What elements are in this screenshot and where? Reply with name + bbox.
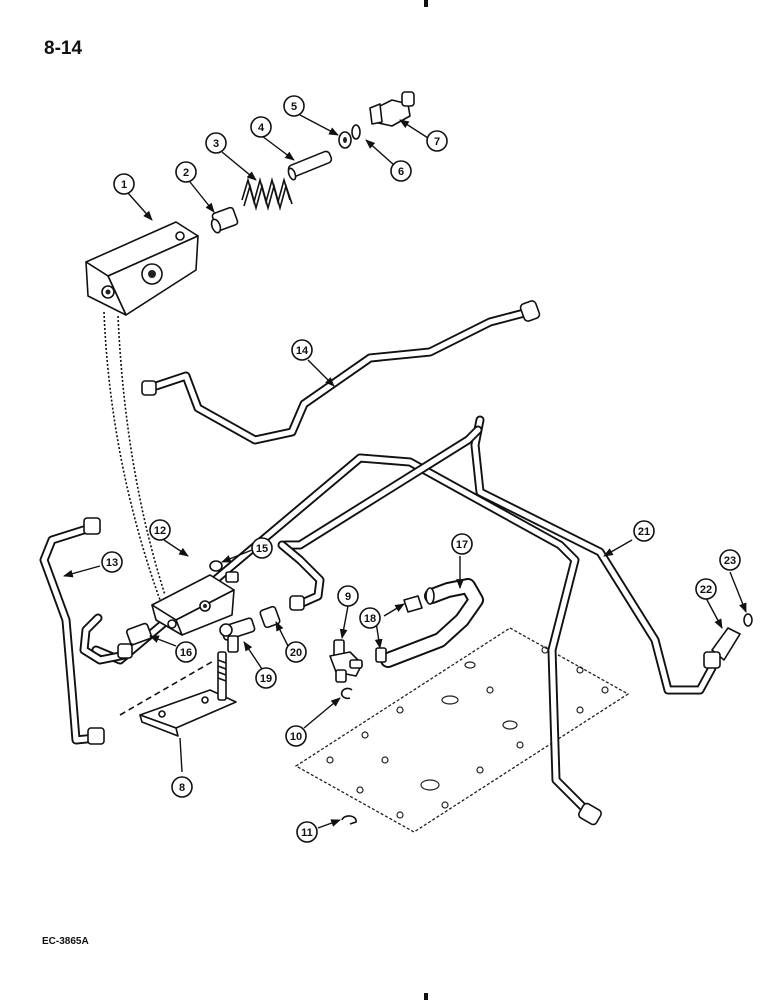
clip-10 [340, 687, 353, 700]
hose-clamp-18 [375, 595, 423, 663]
callout-leaders [63, 114, 747, 829]
fitting-20 [259, 595, 305, 629]
svg-text:16: 16 [180, 647, 192, 659]
fitting-15 [209, 560, 239, 583]
valve-block-1 [85, 221, 199, 316]
svg-text:11: 11 [301, 827, 313, 839]
fitting-16 [117, 622, 153, 659]
callout-17: 17 [451, 533, 473, 555]
callout-13: 13 [101, 551, 123, 573]
hose-17 [380, 578, 484, 668]
callout-1: 1 [113, 173, 135, 195]
gasket-plate [294, 627, 630, 833]
callout-16: 16 [175, 641, 197, 663]
callout-22: 22 [695, 578, 717, 600]
svg-text:5: 5 [291, 101, 297, 113]
pipe-15-20 [277, 540, 325, 609]
svg-text:12: 12 [154, 525, 166, 537]
valve-block-12 [151, 574, 235, 636]
page-number-label: 8-14 [44, 38, 83, 59]
svg-text:18: 18 [364, 613, 376, 625]
tee-fitting-19 [219, 617, 256, 653]
svg-text:15: 15 [256, 543, 268, 555]
callout-19: 19 [255, 667, 277, 689]
illustration-code-label: EC-3865A [42, 936, 89, 947]
spring-3 [241, 176, 293, 212]
callout-5: 5 [283, 95, 305, 117]
svg-text:19: 19 [260, 673, 272, 685]
callout-6: 6 [390, 160, 412, 182]
svg-text:1: 1 [121, 179, 127, 191]
o-ring-23 [743, 613, 753, 627]
svg-text:8: 8 [179, 782, 185, 794]
callout-4: 4 [250, 116, 272, 138]
bracket-8 [139, 651, 237, 737]
o-ring-6 [351, 124, 361, 140]
svg-text:21: 21 [638, 526, 650, 538]
callout-15: 15 [251, 537, 273, 559]
svg-text:17: 17 [456, 539, 468, 551]
callout-21: 21 [633, 520, 655, 542]
callout-2: 2 [175, 161, 197, 183]
callout-8: 8 [171, 776, 193, 798]
callout-14: 14 [291, 339, 313, 361]
callout-10: 10 [285, 725, 307, 747]
elbow-22 [703, 627, 741, 669]
svg-text:4: 4 [258, 122, 265, 134]
svg-text:7: 7 [434, 136, 440, 148]
pipe-13 [39, 517, 130, 745]
callout-7: 7 [426, 130, 448, 152]
pipe-14 [141, 300, 541, 445]
callout-18: 18 [359, 607, 381, 629]
pin-4 [287, 150, 333, 181]
svg-text:10: 10 [290, 731, 302, 743]
svg-text:9: 9 [345, 591, 351, 603]
clip-11 [341, 815, 357, 825]
svg-text:23: 23 [724, 555, 736, 567]
callout-3: 3 [205, 132, 227, 154]
callout-23: 23 [719, 549, 741, 571]
callout-11: 11 [296, 821, 318, 843]
svg-text:13: 13 [106, 557, 118, 569]
callout-12: 12 [149, 519, 171, 541]
registration-tick-top [424, 0, 428, 7]
svg-text:2: 2 [183, 167, 189, 179]
projection-line [119, 659, 216, 716]
registration-tick-bottom [424, 993, 428, 1000]
svg-text:22: 22 [700, 584, 712, 596]
washer-5 [338, 131, 352, 149]
fitting-7 [369, 91, 415, 127]
svg-text:6: 6 [398, 166, 404, 178]
callout-9: 9 [337, 585, 359, 607]
svg-text:14: 14 [296, 345, 309, 357]
projection-line [103, 311, 161, 601]
svg-text:20: 20 [290, 647, 302, 659]
tee-9 [329, 639, 363, 683]
plunger-2 [210, 206, 239, 234]
projection-line [117, 315, 166, 596]
callout-20: 20 [285, 641, 307, 663]
svg-text:3: 3 [213, 138, 219, 150]
